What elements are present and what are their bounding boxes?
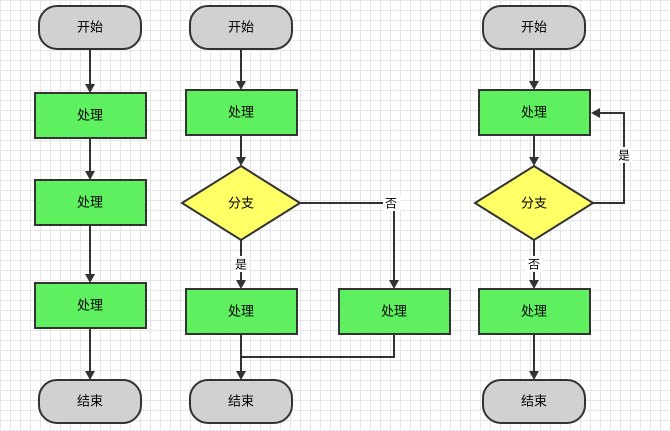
flowchart-loop: 是 否 开始 处理 分支 处理 结束 xyxy=(473,5,633,424)
arrowhead xyxy=(591,108,600,118)
decision-node[interactable]: 分支 xyxy=(180,164,302,242)
arrowhead xyxy=(236,81,246,90)
node-label: 处理 xyxy=(381,305,407,320)
node-label: 分支 xyxy=(521,197,547,212)
node-label: 处理 xyxy=(77,196,103,211)
flowchart-sequential: 开始 处理 处理 处理 结束 xyxy=(34,5,147,424)
node-label: 分支 xyxy=(228,197,254,212)
arrowhead xyxy=(236,371,246,380)
node-label: 处理 xyxy=(228,106,254,121)
edge-label-yes: 是 xyxy=(235,258,247,272)
arrowhead xyxy=(389,280,399,289)
terminal-shape xyxy=(38,5,142,50)
process-shape xyxy=(185,89,298,136)
process-node[interactable]: 处理 xyxy=(478,288,591,335)
edge-label-yes: 是 xyxy=(618,149,630,163)
arrowhead xyxy=(85,371,95,380)
decision-shape xyxy=(473,164,595,242)
arrowhead xyxy=(236,280,246,289)
process-shape xyxy=(338,288,451,335)
arrowhead xyxy=(529,157,539,166)
process-shape xyxy=(34,282,147,329)
edge-no-merge xyxy=(241,334,395,358)
edge-label-no: 否 xyxy=(385,197,397,211)
end-node[interactable]: 结束 xyxy=(38,379,142,424)
node-label: 处理 xyxy=(77,299,103,314)
process-node-no[interactable]: 处理 xyxy=(338,288,451,335)
process-shape xyxy=(478,288,591,335)
node-label: 开始 xyxy=(228,21,254,36)
process-node[interactable]: 处理 xyxy=(34,92,147,139)
process-node-yes[interactable]: 处理 xyxy=(185,288,298,335)
edge-label-bg xyxy=(615,147,633,163)
edge-label-bg xyxy=(383,195,401,211)
node-label: 处理 xyxy=(77,109,103,124)
edge-decision-no xyxy=(300,202,395,282)
arrowhead xyxy=(85,171,95,180)
terminal-shape xyxy=(482,379,586,424)
process-shape xyxy=(185,288,298,335)
end-node[interactable]: 结束 xyxy=(482,379,586,424)
arrowhead xyxy=(529,280,539,289)
start-node[interactable]: 开始 xyxy=(189,5,293,50)
edge-label-no: 否 xyxy=(528,258,540,272)
process-node[interactable]: 处理 xyxy=(478,89,591,136)
process-node[interactable]: 处理 xyxy=(185,89,298,136)
node-label: 结束 xyxy=(77,395,103,410)
node-label: 结束 xyxy=(521,395,547,410)
terminal-shape xyxy=(38,379,142,424)
arrowhead xyxy=(236,157,246,166)
end-node[interactable]: 结束 xyxy=(189,379,293,424)
terminal-shape xyxy=(189,379,293,424)
flowchart-branch: 是 否 开始 处理 分支 处理 处理 结束 xyxy=(180,5,451,424)
node-label: 开始 xyxy=(521,21,547,36)
decision-node[interactable]: 分支 xyxy=(473,164,595,242)
process-node[interactable]: 处理 xyxy=(34,282,147,329)
process-shape xyxy=(478,89,591,136)
terminal-shape xyxy=(189,5,293,50)
arrowhead xyxy=(85,274,95,283)
node-label: 处理 xyxy=(521,106,547,121)
node-label: 开始 xyxy=(77,21,103,36)
arrowhead xyxy=(85,84,95,93)
start-node[interactable]: 开始 xyxy=(38,5,142,50)
start-node[interactable]: 开始 xyxy=(482,5,586,50)
edge-label-bg xyxy=(525,256,543,272)
node-label: 结束 xyxy=(228,395,254,410)
edge-label-bg xyxy=(233,256,249,272)
terminal-shape xyxy=(482,5,586,50)
arrowhead xyxy=(529,371,539,380)
node-label: 处理 xyxy=(228,305,254,320)
node-label: 处理 xyxy=(521,305,547,320)
arrowhead xyxy=(529,81,539,90)
decision-shape xyxy=(180,164,302,242)
process-shape xyxy=(34,92,147,139)
process-shape xyxy=(34,179,147,226)
process-node[interactable]: 处理 xyxy=(34,179,147,226)
